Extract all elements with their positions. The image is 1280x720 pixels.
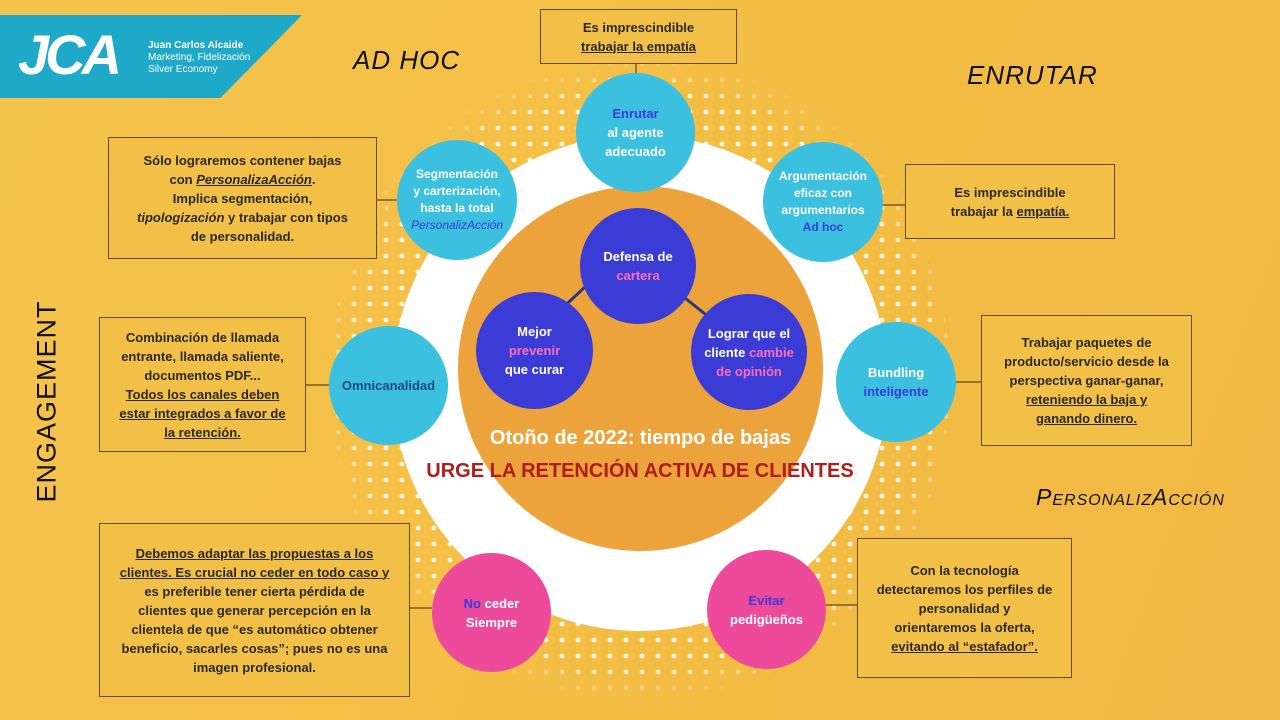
node-text-highlight: No <box>463 595 481 611</box>
node-text: Enrutar <box>612 106 659 121</box>
node-text: Siempre <box>465 614 518 630</box>
box-text-underlined: trabajar la empatía <box>581 38 696 54</box>
node-text: Omnicanalidad <box>341 378 436 393</box>
node-lograr-cambio[interactable]: Lograr que el cliente cambie de opinión <box>691 294 807 410</box>
node-mejor-prevenir[interactable]: Mejor prevenir que curar <box>476 292 593 409</box>
logo-tagline-1: Marketing, Fidelización <box>148 52 251 63</box>
box-omnicanalidad: Combinación de llamada entrante, llamada… <box>99 317 306 452</box>
box-personalizaccion: Sólo lograremos contener bajas con Perso… <box>108 137 377 259</box>
box-text: Es imprescindible <box>954 184 1066 200</box>
label-enrutar: ENRUTAR <box>967 60 1098 90</box>
box-text-emphasis: PersonalizaAcción <box>196 171 312 187</box>
box-text: Con la tecnología <box>910 562 1019 578</box>
node-text-highlight: cartera <box>616 268 660 283</box>
node-text: Segmentación <box>415 167 499 181</box>
box-evitar: Con la tecnología detectaremos los perfi… <box>857 538 1072 678</box>
node-text-highlight: prevenir <box>508 343 561 358</box>
box-text: trabajar la <box>950 203 1017 219</box>
box-text: perspectiva ganar-ganar, <box>1009 373 1164 388</box>
box-text: documentos PDF... <box>144 367 261 383</box>
box-text: Implica segmentación, <box>172 190 313 206</box>
node-text: cliente <box>704 344 746 360</box>
node-text-highlight: de opinión <box>716 363 782 379</box>
node-text: eficaz con <box>793 186 853 200</box>
node-text: pedigüeños <box>730 611 803 627</box>
box-text: personalidad y <box>918 600 1011 616</box>
box-text-underlined: Todos los canales deben <box>125 386 280 402</box>
node-text: Argumentación <box>778 169 867 183</box>
box-text: . <box>311 171 316 187</box>
box-text-underlined: reteniendo la baja y <box>1025 392 1148 407</box>
box-text: Sólo lograremos contener bajas <box>143 152 342 168</box>
node-segmentacion[interactable]: Segmentación y carterización, hasta la t… <box>397 140 517 260</box>
node-text-highlight: inteligente <box>863 384 929 399</box>
node-text-highlight: Evitar <box>748 592 785 608</box>
box-text: orientaremos la oferta, <box>894 619 1035 635</box>
box-text: Combinación de llamada <box>125 329 280 345</box>
node-bundling[interactable]: Bundling inteligente <box>836 322 956 442</box>
box-text-underlined: ganando dinero. <box>1035 411 1138 426</box>
label-ad-hoc: AD HOC <box>353 45 461 75</box>
box-text: Trabajar paquetes de <box>1021 335 1152 350</box>
node-omnicanalidad[interactable]: Omnicanalidad <box>329 326 448 445</box>
node-text: que curar <box>504 362 565 377</box>
box-text-underlined: clientes. Es crucial no ceder en todo ca… <box>119 564 390 580</box>
node-no-ceder[interactable]: No ceder Siempre <box>432 553 551 672</box>
node-text: y carterización, <box>413 184 501 198</box>
box-text: entrante, llamada saliente, <box>121 348 284 364</box>
box-text: producto/servicio desde la <box>1004 354 1169 369</box>
center-subtitle: URGE LA RETENCIÓN ACTIVA DE CLIENTES <box>426 460 854 482</box>
node-evitar[interactable]: Evitar pedigüeños <box>707 550 826 669</box>
logo-mark: JCA <box>18 23 122 86</box>
box-empatia-top: Es imprescindible trabajar la empatía <box>540 9 737 64</box>
box-text: y trabajar con tipos <box>224 209 348 225</box>
node-text: Bundling <box>867 365 925 380</box>
box-text: clientela de que “es automático obtener <box>131 621 378 637</box>
box-no-ceder: Debemos adaptar las propuestas a los cli… <box>99 523 410 697</box>
node-text-emphasis: PersonalizAcción <box>410 218 504 232</box>
box-text: con <box>169 171 197 187</box>
node-argumentacion[interactable]: Argumentación eficaz con argumentarios A… <box>763 142 883 262</box>
box-bundling: Trabajar paquetes de producto/servicio d… <box>981 315 1192 446</box>
node-enrutar[interactable]: Enrutar al agente adecuado <box>576 73 695 192</box>
box-text-emphasis: tipologización <box>137 209 225 225</box>
box-text: detectaremos los perfiles de <box>876 581 1053 597</box>
box-text: Es imprescindible <box>582 19 695 35</box>
node-text: hasta la total <box>420 201 494 215</box>
box-text: es preferible tener cierta pérdida de <box>144 583 365 599</box>
box-text-underlined: empatía. <box>1016 203 1070 219</box>
box-text: imagen profesional. <box>193 659 316 675</box>
box-text: beneficio, sacarles cosas”; pues no es u… <box>121 640 388 656</box>
node-text: ceder <box>484 595 520 611</box>
logo-name: Juan Carlos Alcaide <box>148 40 244 51</box>
node-text: Defensa de <box>603 249 673 264</box>
node-text-highlight: Ad hoc <box>802 220 844 234</box>
node-text-highlight: cambie <box>749 344 794 360</box>
node-text: Mejor <box>517 324 552 339</box>
node-text: argumentarios <box>781 203 865 217</box>
logo-tagline-2: Silver Economy <box>148 64 218 75</box>
node-text: Lograr que el <box>707 325 791 341</box>
box-text-underlined: Debemos adaptar las propuestas a los <box>135 545 374 561</box>
box-text-underlined: la retención. <box>164 424 241 440</box>
box-text: de personalidad. <box>190 228 295 244</box>
box-text-underlined: evitando al “estafador”. <box>891 638 1038 654</box>
box-text: clientes que generar percepción en la <box>138 602 371 618</box>
center-title: Otoño de 2022: tiempo de bajas <box>489 427 792 449</box>
node-text: adecuado <box>605 144 666 159</box>
label-personalizaccion: PersonalizAcción <box>1036 484 1225 510</box>
node-text: al agente <box>607 125 664 140</box>
node-defensa-cartera[interactable]: Defensa de cartera <box>580 208 696 324</box>
box-empatia-right: Es imprescindible trabajar la empatía. <box>905 164 1115 239</box>
box-text-underlined: estar integrados a favor de <box>119 405 286 421</box>
